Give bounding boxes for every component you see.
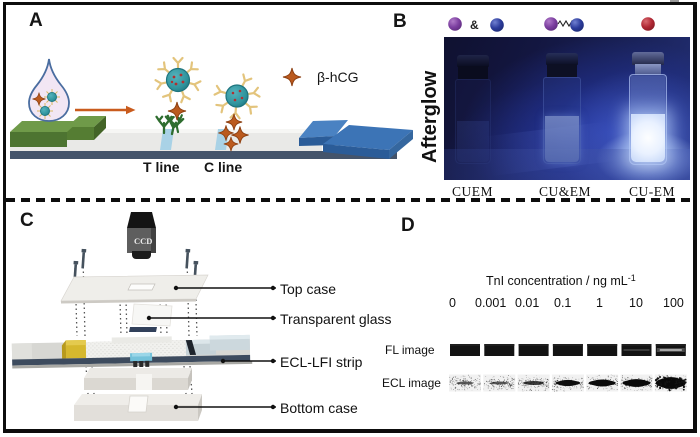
svg-text:&: &	[470, 18, 479, 32]
svg-text:CCD: CCD	[134, 236, 152, 246]
svg-text:Afterglow: Afterglow	[419, 70, 441, 163]
